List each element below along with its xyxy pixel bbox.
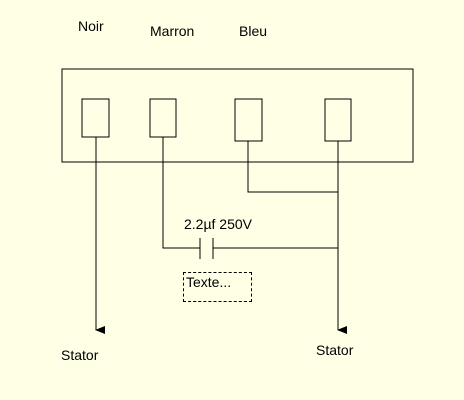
label-stator-right: Stator — [316, 342, 354, 358]
terminal-noir — [81, 98, 110, 138]
terminal-marron — [149, 98, 177, 138]
label-marron: Marron — [150, 23, 195, 39]
label-bleu: Bleu — [239, 23, 268, 39]
label-stator-left: Stator — [61, 347, 99, 363]
wire-marron — [162, 137, 200, 249]
capacitor-label: 2.2µf 250V — [184, 216, 253, 232]
terminal-block — [61, 68, 414, 163]
terminal-right — [324, 98, 352, 142]
wire-bleu — [247, 141, 338, 193]
label-noir: Noir — [78, 18, 104, 34]
terminal-bleu — [234, 98, 263, 142]
text-box-placeholder[interactable]: Texte... — [183, 272, 252, 302]
